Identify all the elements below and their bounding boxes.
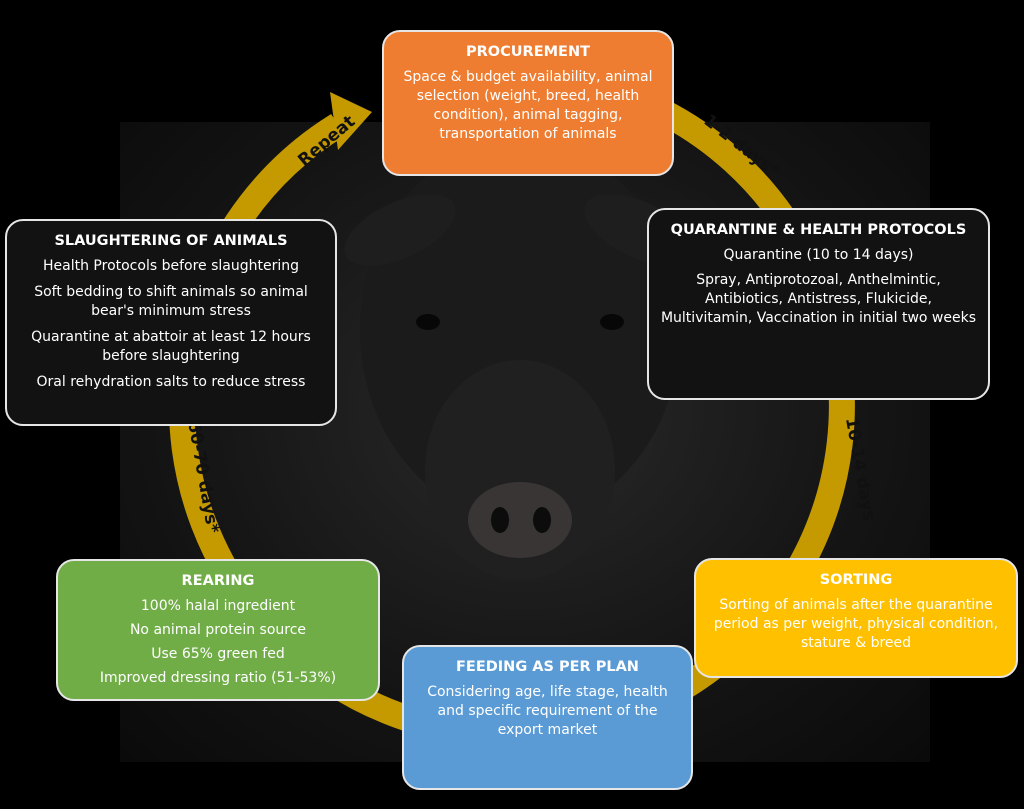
cycle-arrow-head — [330, 92, 372, 150]
stage-text: Sorting of animals after the quarantine … — [713, 597, 999, 651]
stage-quarantine: QUARANTINE & HEALTH PROTOCOLS Quarantine… — [647, 208, 990, 400]
stage-procurement: PROCUREMENT Space & budget availability,… — [382, 30, 674, 176]
stage-title: QUARANTINE & HEALTH PROTOCOLS — [670, 222, 967, 238]
stage-text: Quarantine (10 to 14 days) — [723, 247, 914, 263]
stage-text: No animal protein source — [129, 622, 307, 638]
stage-title: SORTING — [819, 572, 893, 588]
stage-sorting: SORTING Sorting of animals after the qua… — [694, 558, 1018, 678]
stage-text: Use 65% green fed — [151, 646, 285, 662]
cow-illustration — [344, 140, 720, 580]
stage-title: SLAUGHTERING OF ANIMALS — [54, 233, 288, 249]
stage-text: Improved dressing ratio (51-53%) — [99, 670, 337, 686]
stage-text: Space & budget availability, animal sele… — [403, 69, 653, 142]
stage-text: Health Protocols before slaughtering — [43, 258, 299, 274]
stage-rearing: REARING 100% halal ingredient No animal … — [56, 559, 380, 701]
stage-text: Oral rehydration salts to reduce stress — [36, 374, 306, 390]
stage-feeding: FEEDING AS PER PLAN Considering age, lif… — [402, 645, 693, 790]
stage-slaughter: SLAUGHTERING OF ANIMALS Health Protocols… — [5, 219, 337, 426]
stage-title: FEEDING AS PER PLAN — [456, 659, 639, 675]
stage-text: Quarantine at abattoir at least 12 hours… — [31, 329, 311, 364]
stage-title: REARING — [181, 573, 255, 589]
stage-title: PROCUREMENT — [466, 44, 590, 60]
stage-text: Spray, Antiprotozoal, Anthelmintic, Anti… — [660, 272, 977, 326]
stage-text: Soft bedding to shift animals so animal … — [34, 284, 308, 319]
stage-text: Considering age, life stage, health and … — [427, 684, 668, 738]
stage-text: 100% halal ingredient — [140, 598, 296, 614]
